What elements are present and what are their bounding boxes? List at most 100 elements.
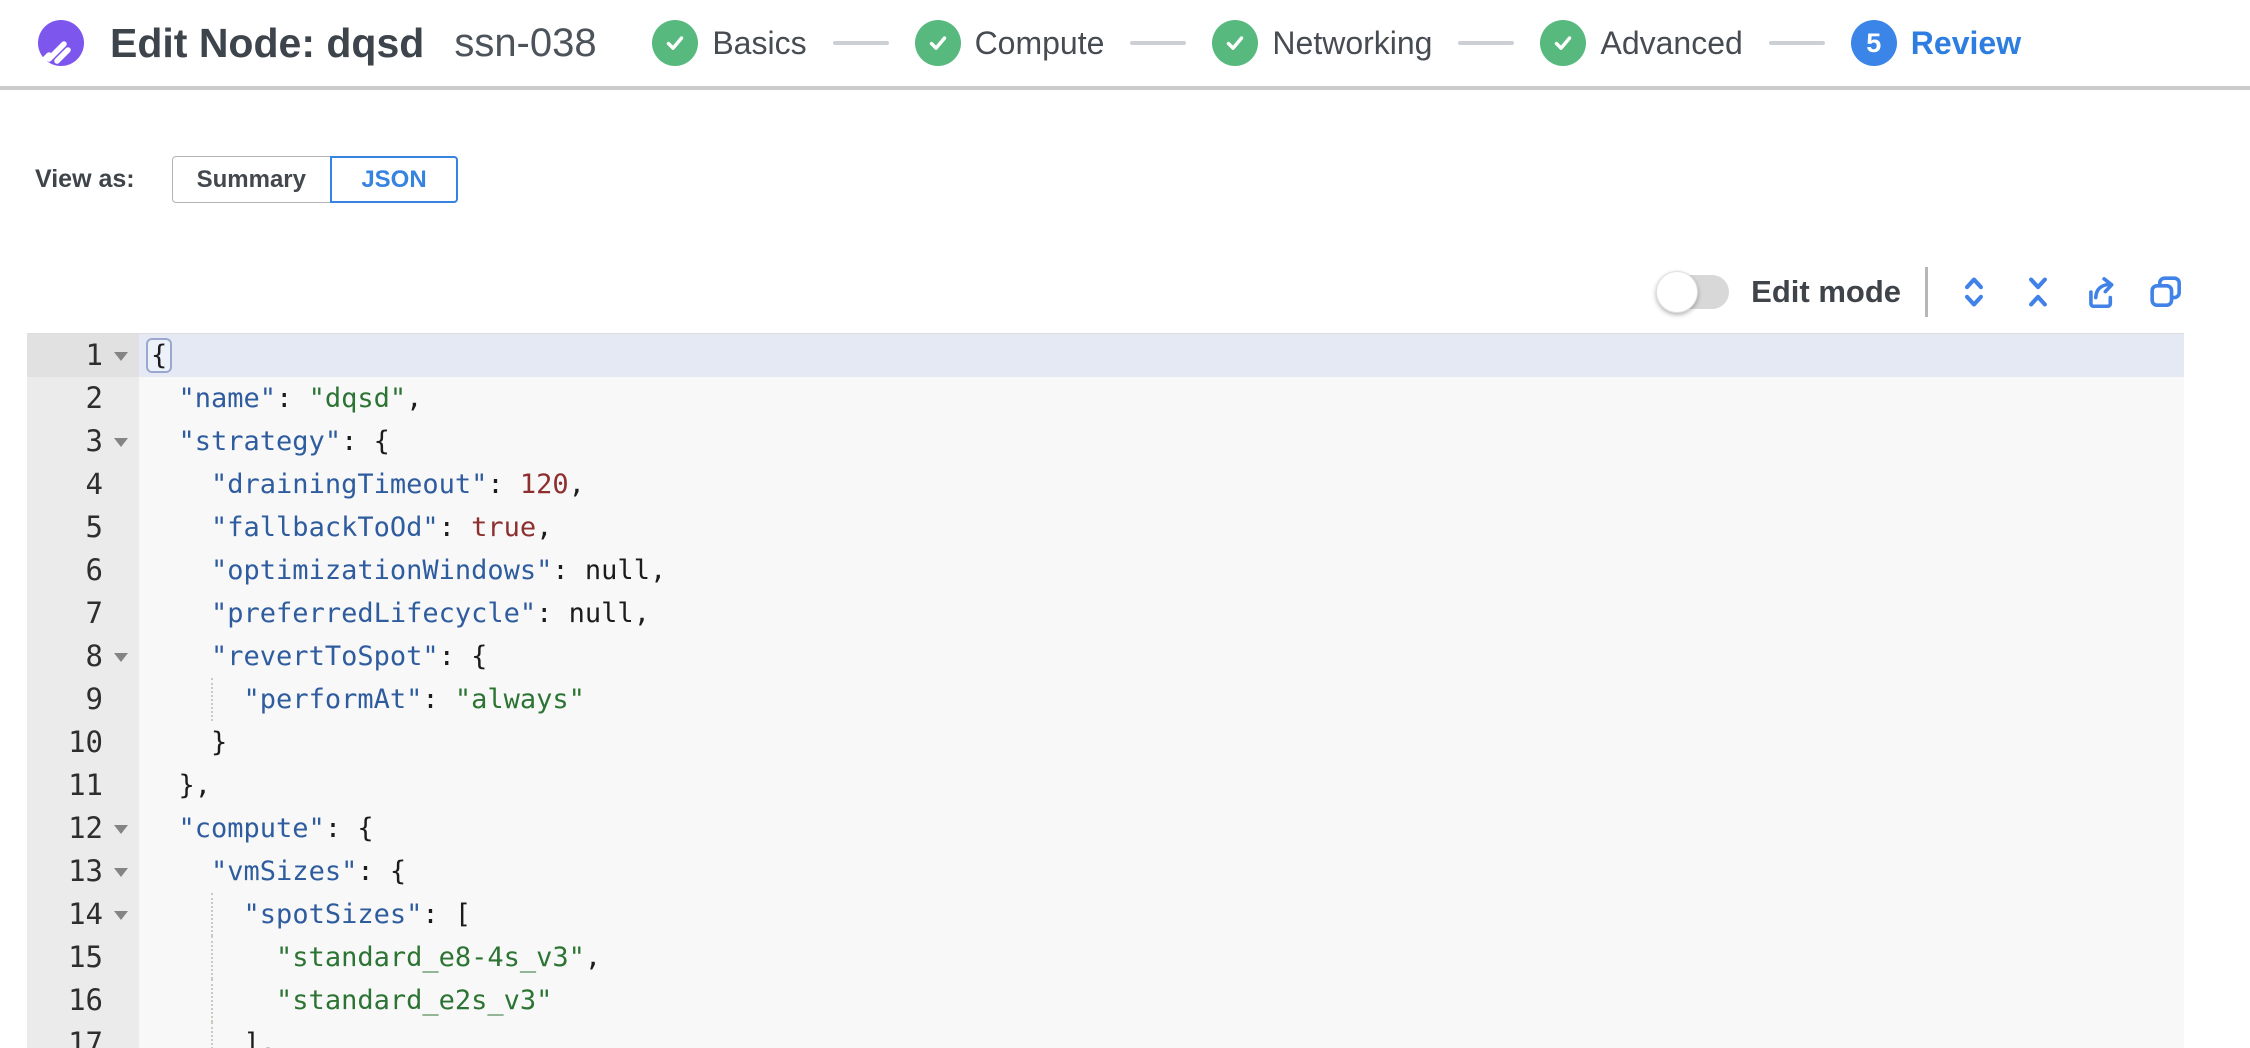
export-icon[interactable]: [2084, 274, 2120, 310]
code-line[interactable]: "fallbackToOd": true,: [139, 506, 2184, 549]
check-icon: [1212, 20, 1259, 66]
editor-line[interactable]: 11 },: [27, 764, 2184, 807]
fold-arrow-icon[interactable]: [114, 911, 128, 920]
token: : {: [324, 813, 374, 844]
editor-line[interactable]: 10 }: [27, 721, 2184, 764]
editor-line[interactable]: 14 "spotSizes": [: [27, 893, 2184, 936]
code-line[interactable]: "compute": {: [139, 807, 2184, 850]
line-number: 3: [27, 420, 139, 463]
fold-arrow-icon[interactable]: [114, 438, 128, 447]
line-number: 9: [27, 678, 139, 721]
expand-all-icon[interactable]: [1956, 274, 1992, 310]
fold-arrow-icon[interactable]: [114, 653, 128, 662]
token: null: [584, 555, 650, 586]
indent-guide: [211, 893, 214, 936]
step-connector: [832, 41, 889, 45]
code-line[interactable]: "name": "dqsd",: [139, 377, 2184, 420]
editor-line[interactable]: 8 "revertToSpot": {: [27, 635, 2184, 678]
line-number: 8: [27, 635, 139, 678]
token: "revertToSpot": [211, 641, 439, 672]
editor-line[interactable]: 5 "fallbackToOd": true,: [27, 506, 2184, 549]
token: null: [568, 598, 634, 629]
check-icon: [1540, 20, 1587, 66]
token: {: [146, 338, 173, 373]
code-line[interactable]: "vmSizes": {: [139, 850, 2184, 893]
editor-line[interactable]: 2 "name": "dqsd",: [27, 377, 2184, 420]
token: "spotSizes": [243, 899, 423, 930]
line-number: 16: [27, 979, 139, 1022]
editor-line[interactable]: 6 "optimizationWindows": null,: [27, 549, 2184, 592]
token: [146, 469, 211, 500]
editor-line[interactable]: 12 "compute": {: [27, 807, 2184, 850]
indent-guide: [211, 1022, 214, 1048]
token: "performAt": [243, 684, 423, 715]
token: [146, 598, 211, 629]
edit-mode-label: Edit mode: [1751, 274, 1901, 309]
line-number: 2: [27, 377, 139, 420]
page-title: Edit Node: dqsd: [110, 19, 425, 66]
code-line[interactable]: "strategy": {: [139, 420, 2184, 463]
token: [146, 383, 179, 414]
code-line[interactable]: "preferredLifecycle": null,: [139, 592, 2184, 635]
step-label: Advanced: [1600, 24, 1743, 61]
code-line[interactable]: "spotSizes": [: [139, 893, 2184, 936]
line-number: 17: [27, 1022, 139, 1048]
editor-line[interactable]: 15 "standard_e8-4s_v3",: [27, 936, 2184, 979]
code-line[interactable]: "standard_e8-4s_v3",: [139, 936, 2184, 979]
code-line[interactable]: }: [139, 721, 2184, 764]
code-line[interactable]: "optimizationWindows": null,: [139, 549, 2184, 592]
step-advanced[interactable]: Advanced: [1540, 20, 1743, 66]
editor-line[interactable]: 13 "vmSizes": {: [27, 850, 2184, 893]
collapse-all-icon[interactable]: [2020, 274, 2056, 310]
step-review[interactable]: 5 Review: [1850, 20, 2021, 66]
token: [146, 426, 179, 457]
json-editor[interactable]: 1{2 "name": "dqsd",3 "strategy": {4 "dra…: [27, 333, 2184, 1048]
line-number: 14: [27, 893, 139, 936]
indent-guide: [211, 936, 214, 979]
token: "vmSizes": [211, 856, 358, 887]
code-line[interactable]: "drainingTimeout": 120,: [139, 463, 2184, 506]
token: "fallbackToOd": [211, 512, 439, 543]
step-connector: [1768, 41, 1825, 45]
code-line[interactable]: "revertToSpot": {: [139, 635, 2184, 678]
code-line[interactable]: {: [139, 334, 2184, 377]
editor-line[interactable]: 1{: [27, 334, 2184, 377]
header: Edit Node: dqsd ssn-038 Basics Compute N…: [0, 0, 2250, 90]
editor-line[interactable]: 9 "performAt": "always": [27, 678, 2184, 721]
code-line[interactable]: },: [139, 764, 2184, 807]
token: ,: [568, 469, 585, 500]
fold-arrow-icon[interactable]: [114, 868, 128, 877]
editor-line[interactable]: 17 ],: [27, 1022, 2184, 1048]
check-icon: [914, 20, 961, 66]
token: ,: [536, 512, 553, 543]
step-label: Compute: [974, 24, 1105, 61]
code-line[interactable]: "performAt": "always": [139, 678, 2184, 721]
step-connector: [1130, 41, 1187, 45]
fold-arrow-icon[interactable]: [114, 825, 128, 834]
editor-line[interactable]: 4 "drainingTimeout": 120,: [27, 463, 2184, 506]
editor-line[interactable]: 7 "preferredLifecycle": null,: [27, 592, 2184, 635]
step-basics[interactable]: Basics: [652, 20, 807, 66]
step-networking[interactable]: Networking: [1212, 20, 1432, 66]
edit-mode-toggle[interactable]: [1656, 271, 1730, 313]
editor-toolbar: Edit mode: [1656, 266, 2184, 318]
view-summary-button[interactable]: Summary: [171, 156, 331, 203]
step-connector: [1458, 41, 1515, 45]
editor-line[interactable]: 3 "strategy": {: [27, 420, 2184, 463]
step-compute[interactable]: Compute: [914, 20, 1105, 66]
fold-arrow-icon[interactable]: [114, 352, 128, 361]
token: : {: [357, 856, 407, 887]
editor-line[interactable]: 16 "standard_e2s_v3": [27, 979, 2184, 1022]
token: [146, 856, 211, 887]
copy-icon[interactable]: [2148, 274, 2184, 310]
token: ,: [584, 942, 602, 973]
token: "standard_e8-4s_v3": [276, 942, 585, 973]
code-line[interactable]: ],: [139, 1022, 2184, 1048]
view-json-button[interactable]: JSON: [330, 156, 458, 203]
toolbar-divider: [1925, 267, 1928, 317]
view-as-control: View as: Summary JSON: [35, 156, 458, 203]
token: [146, 684, 244, 715]
code-line[interactable]: "standard_e2s_v3": [139, 979, 2184, 1022]
token: "drainingTimeout": [211, 469, 488, 500]
line-number: 4: [27, 463, 139, 506]
